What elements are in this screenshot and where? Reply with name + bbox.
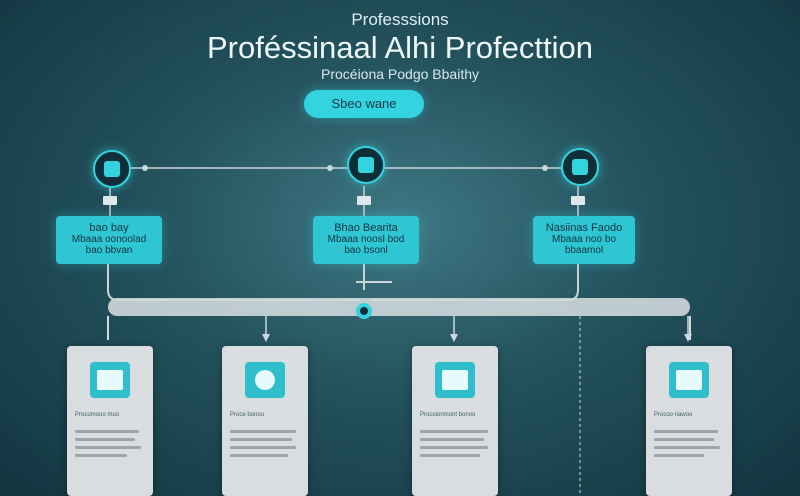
text-line [230,438,292,441]
process-card-line: Mbaaa noosl bod [327,234,405,245]
process-card-line: Mbaaa noo bo [552,234,616,245]
process-card-line: bao bsonl [344,245,388,256]
process-card-line: bao bbvan [85,245,133,256]
page-subtitle: Procéiona Podgo Bbaithy [321,66,479,82]
doc-card-title: Procomouo muo [75,412,120,418]
grid-icon[interactable] [93,150,131,188]
document-icon [90,362,130,398]
chart-icon[interactable] [347,146,385,184]
text-line [654,430,718,433]
text-line [654,446,720,449]
text-line [230,454,288,457]
list-icon[interactable] [561,148,599,186]
process-card-line: Mbaaa oonoolad [71,234,147,245]
doc-card-title: Proce bonou [230,412,265,418]
text-line [230,430,296,433]
text-line [420,454,480,457]
doc-card-title: Procoionmont bonoo [420,412,476,418]
process-card-3[interactable]: Nasiinas Faodo Mbaaa noo bo bbaamol [533,216,635,264]
text-line [420,438,484,441]
camera-icon [245,362,285,398]
page-title: Proféssinaal Alhi Profecttion [207,30,593,65]
process-card-title: Nasiinas Faodo [545,222,623,234]
process-card-1[interactable]: bao bay Mbaaa oonoolad bao bbvan [56,216,162,264]
process-card-line: bbaamol [564,245,604,256]
doc-card-3[interactable]: Procoionmont bonoo [412,346,498,496]
monitor-icon [669,362,709,398]
text-line [420,446,488,449]
doc-card-2[interactable]: Proce bonou [222,346,308,496]
doc-card-title: Procoo nawoo [654,412,693,418]
text-line [75,446,141,449]
process-card-title: bao bay [89,222,129,234]
text-line [420,430,488,433]
text-line [75,430,139,433]
process-card-2[interactable]: Bhao Bearita Mbaaa noosl bod bao bsonl [313,216,419,264]
text-line [654,454,704,457]
text-line [654,438,714,441]
doc-card-1[interactable]: Procomouo muo [67,346,153,496]
cta-button[interactable]: Sbeo wane [304,90,424,118]
header-kicker: Professsions [351,10,449,29]
text-line [230,446,296,449]
process-card-title: Bhao Bearita [334,222,398,234]
text-line [75,438,135,441]
doc-card-4[interactable]: Procoo nawoo [646,346,732,496]
text-line [75,454,127,457]
image-icon [435,362,475,398]
